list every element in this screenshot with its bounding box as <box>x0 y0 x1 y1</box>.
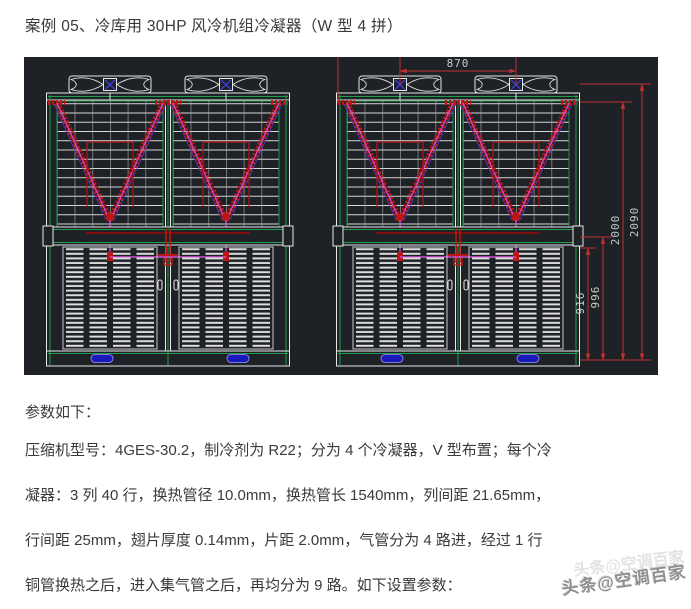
dim-870: 870 <box>447 57 470 70</box>
params-heading: 参数如下： <box>25 404 101 421</box>
dimension-lines <box>337 57 651 361</box>
parameters-paragraph: 压缩机型号：4GES-30.2，制冷剂为 R22；分为 4 个冷凝器，V 型布置… <box>25 428 685 608</box>
param-line: 压缩机型号：4GES-30.2，制冷剂为 R22；分为 4 个冷凝器，V 型布置… <box>25 442 552 459</box>
page-title: 案例 05、冷库用 30HP 风冷机组冷凝器（W 型 4 拼） <box>25 18 403 35</box>
dimension-labels: 870 916 996 2000 2090 <box>447 57 641 314</box>
param-line: 行间距 25mm，翅片厚度 0.14mm，片距 2.0mm，气管分为 4 路进，… <box>25 532 543 549</box>
side-view-unit <box>333 76 583 366</box>
cad-drawing-svg: 870 916 996 2000 2090 <box>24 57 651 375</box>
dim-916: 916 <box>574 292 587 315</box>
dim-2000: 2000 <box>609 215 622 246</box>
dim-996: 996 <box>589 286 602 309</box>
param-line: 凝器：3 列 40 行，换热管径 10.0mm，换热管长 1540mm，列间距 … <box>25 487 551 504</box>
cad-image: 870 916 996 2000 2090 <box>24 57 658 375</box>
dim-2090: 2090 <box>628 207 641 238</box>
param-line: 铜管换热之后，进入集气管之后，再均分为 9 路。如下设置参数： <box>25 577 462 594</box>
front-view-unit <box>43 76 293 366</box>
